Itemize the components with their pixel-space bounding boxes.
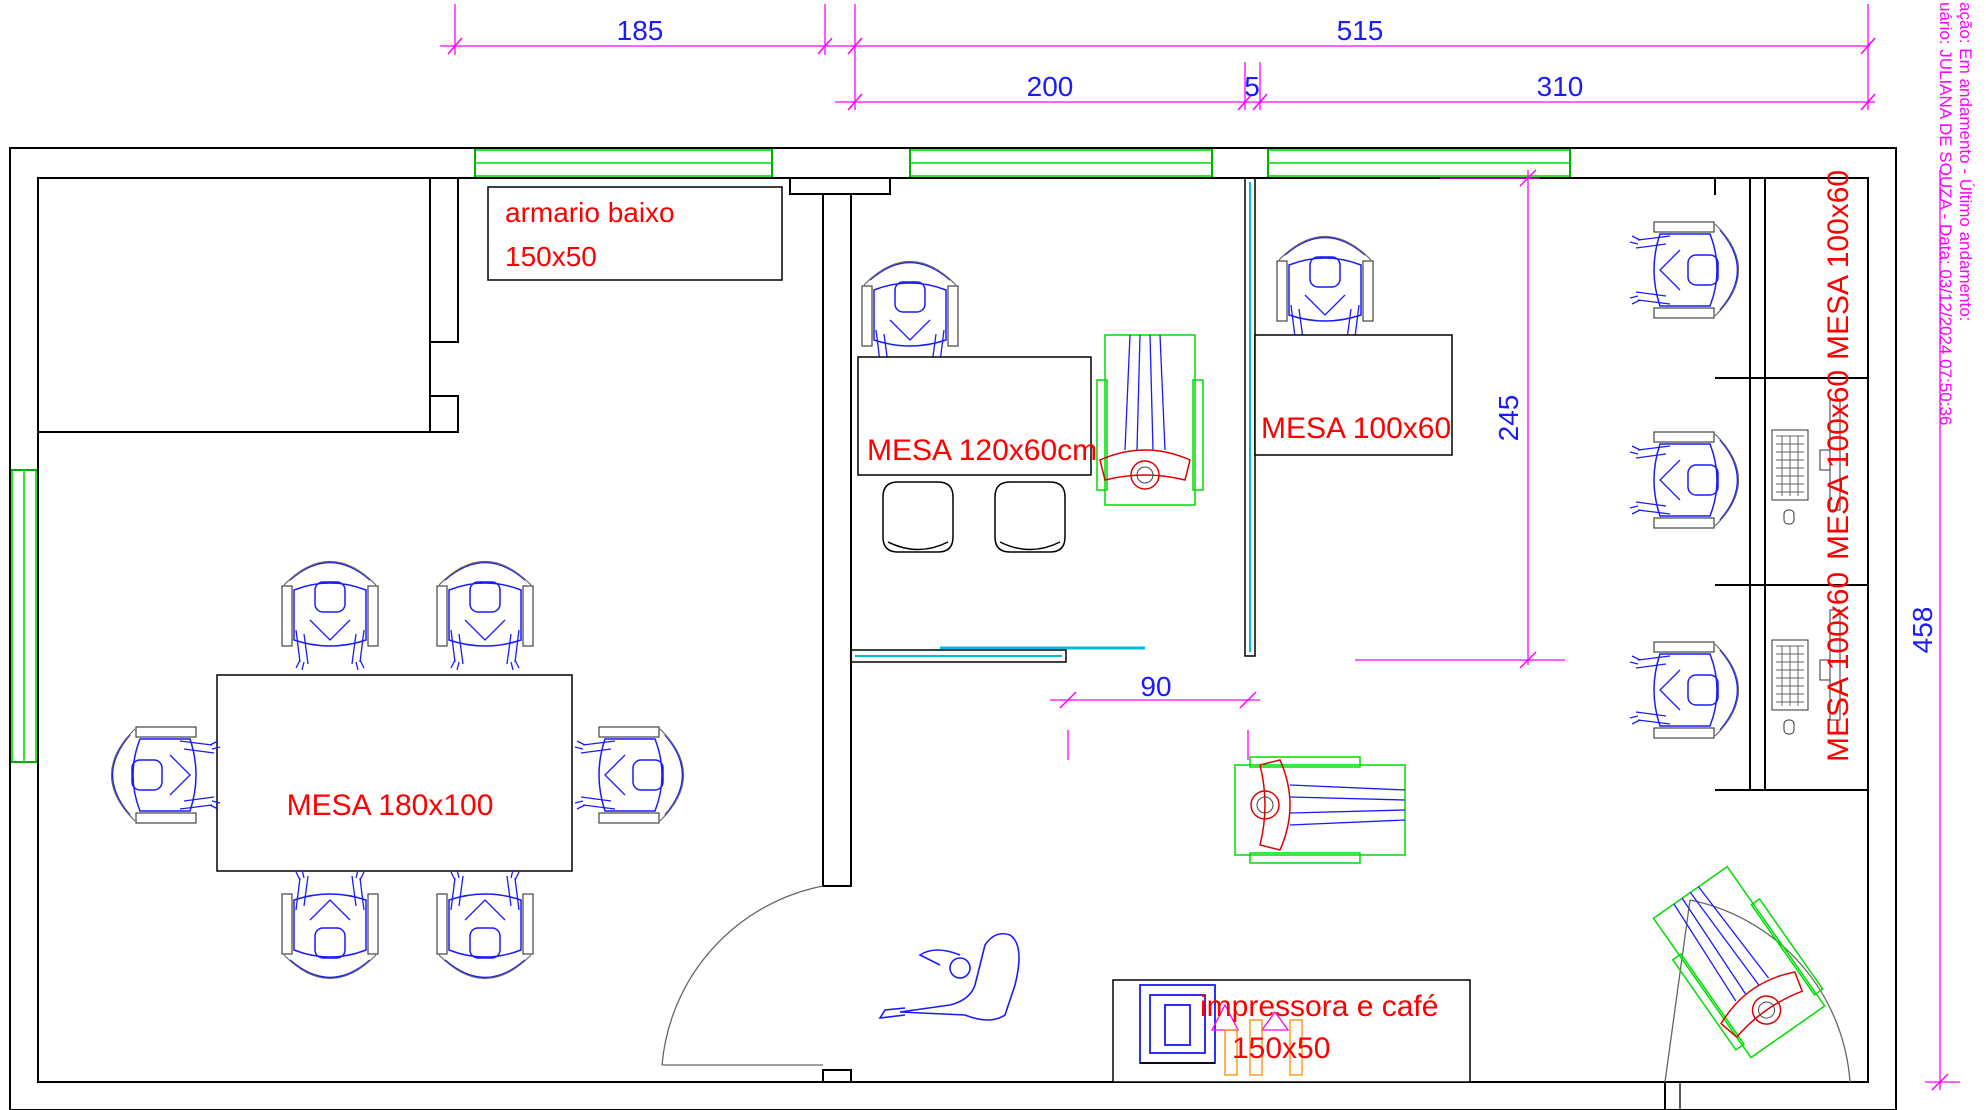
coffee-cups — [1210, 1003, 1303, 1076]
dimension-lines-right — [1050, 169, 1960, 1091]
mesa-right-label-2: MESA 100x60 — [1822, 370, 1855, 560]
mesa-120x60 — [857, 356, 1092, 476]
meeting-person — [110, 726, 221, 824]
windows — [11, 149, 1571, 763]
dim-310: 310 — [1537, 71, 1584, 102]
mesa-100-person — [1276, 235, 1374, 346]
wheelchair-user — [1096, 334, 1204, 506]
impressora-label-1: impressora e café — [1200, 990, 1438, 1023]
glass-partition — [850, 177, 1256, 663]
impressora-cafe-counter — [1112, 979, 1471, 1083]
dim-458: 458 — [1907, 607, 1938, 654]
workstation-person — [1629, 431, 1740, 529]
mesa-180x100 — [216, 674, 573, 872]
mesa-120-person — [861, 260, 959, 371]
walls — [9, 147, 1897, 1110]
dim-5: 5 — [1244, 71, 1260, 102]
stamp-line-2: uário: JULIANA DE SOUZA - Data: 03/12/20… — [1936, 2, 1955, 425]
stamp-line-1: ação: Em andamento - Último andamento: — [1956, 2, 1975, 321]
dim-245: 245 — [1493, 395, 1524, 442]
dim-185: 185 — [617, 15, 664, 46]
dim-200: 200 — [1027, 71, 1074, 102]
chair — [882, 481, 954, 553]
impressora-label-2: 150x50 — [1232, 1032, 1330, 1065]
meeting-person — [281, 560, 379, 671]
dim-90: 90 — [1140, 671, 1171, 702]
dimension-lines-top — [440, 4, 1876, 111]
workstation-person — [1629, 641, 1740, 739]
dim-515: 515 — [1337, 15, 1384, 46]
wheelchair-user — [1234, 756, 1406, 864]
standing-person — [878, 932, 1020, 1021]
mesa-right-label-3: MESA 100x60 — [1822, 572, 1855, 762]
mesa-100-label: MESA 100x60 — [1261, 412, 1451, 445]
chair — [994, 481, 1066, 553]
armario-baixo — [487, 186, 783, 281]
mesa-120-label: MESA 120x60cm — [867, 434, 1097, 467]
meeting-person — [436, 560, 534, 671]
wheelchair-user — [1646, 861, 1833, 1063]
doors — [661, 885, 1851, 1110]
armario-label-2: 150x50 — [505, 241, 597, 272]
armario-label-1: armario baixo — [505, 197, 675, 228]
workstation-person — [1629, 221, 1740, 319]
mesa-100x60 — [1254, 334, 1453, 456]
mesa-right-label-1: MESA 100x60 — [1822, 170, 1855, 360]
meeting-person — [574, 726, 685, 824]
mesa-meeting-label: MESA 180x100 — [287, 789, 494, 822]
meeting-person — [281, 869, 379, 980]
meeting-person — [436, 869, 534, 980]
